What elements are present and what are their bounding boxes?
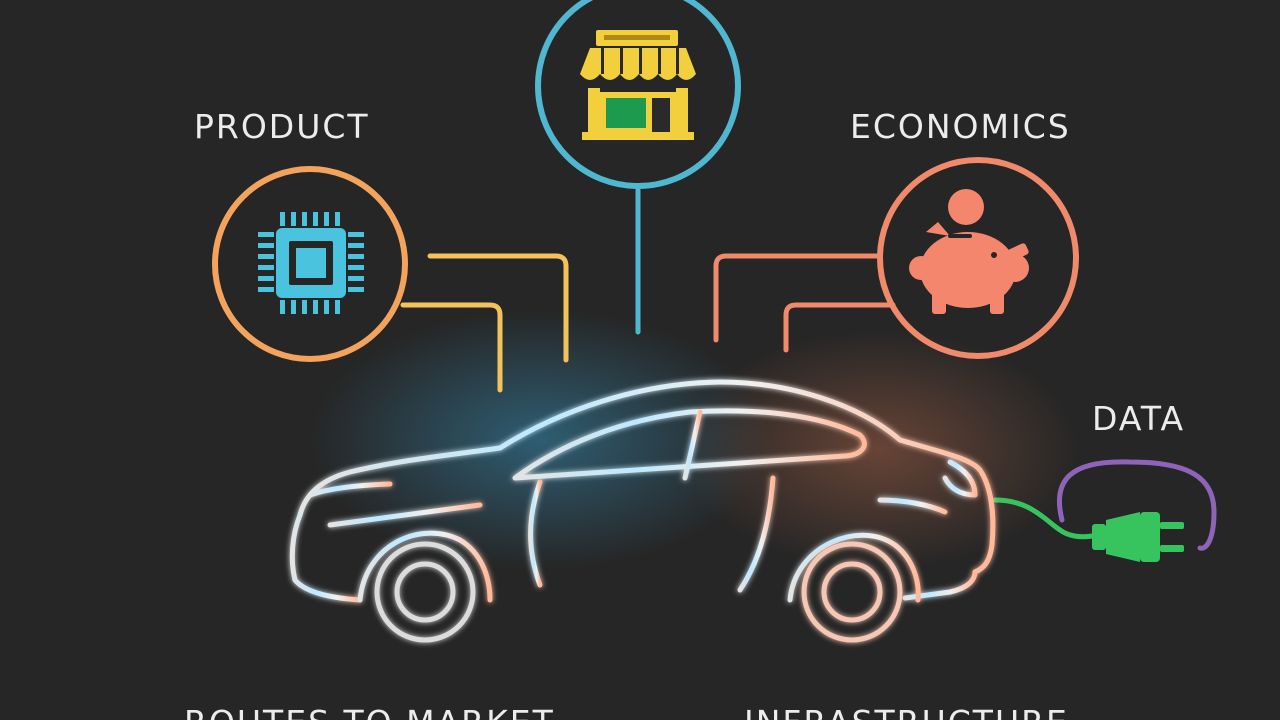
storefront-icon (580, 30, 696, 140)
label-routes-to-market: ROUTES TO MARKET (184, 706, 555, 720)
label-product: PRODUCT (194, 107, 370, 146)
car-glow (310, 310, 1080, 570)
economics-node (877, 157, 1079, 359)
label-economics: ECONOMICS (850, 107, 1071, 146)
data-cable (1056, 459, 1217, 551)
product-node (212, 166, 408, 362)
ev-charging-plug-icon (992, 497, 1184, 562)
routes-to-market-node (535, 0, 741, 189)
microchip-icon (258, 212, 364, 314)
label-data: DATA (1092, 399, 1186, 438)
label-infrastructure: INFRASTRUCTURE (744, 706, 1069, 720)
connector-product (400, 253, 569, 393)
car-outline (289, 379, 996, 603)
car-wheels (374, 541, 903, 643)
piggy-bank-icon (909, 189, 1029, 314)
data-node (992, 459, 1217, 562)
connector-economics (713, 253, 896, 353)
